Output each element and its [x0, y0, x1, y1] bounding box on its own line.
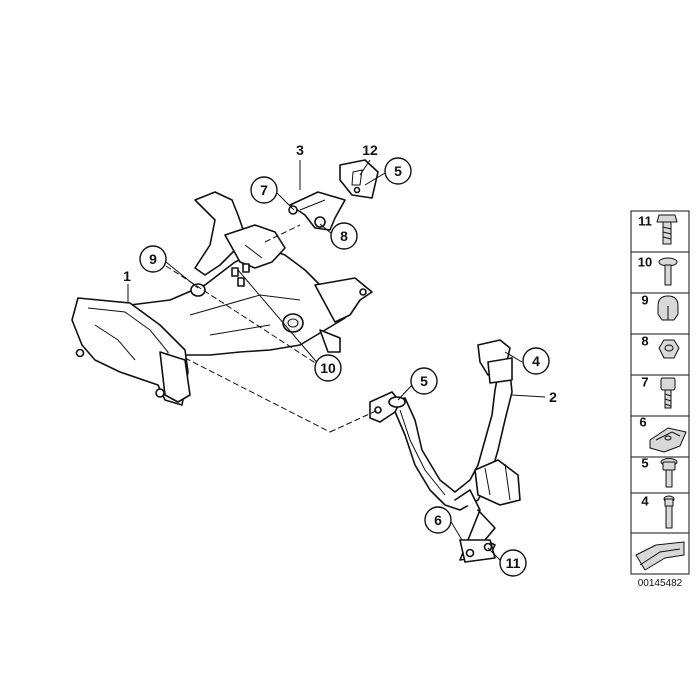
- callout-5-top-text: 5: [394, 163, 402, 179]
- callout-11-text: 11: [506, 555, 521, 571]
- rivet-icon: [658, 257, 678, 286]
- callout-5-top: 5: [384, 157, 412, 185]
- legend-number-11: 11: [638, 214, 652, 229]
- callout-10: 10: [314, 354, 342, 382]
- document-id: 00145482: [638, 578, 683, 589]
- mounting-bracket: [288, 191, 346, 231]
- callout-9-text: 9: [149, 251, 157, 267]
- label-2: 2: [549, 389, 557, 405]
- legend-number-7: 7: [641, 375, 648, 390]
- legend-number-9: 9: [641, 293, 648, 308]
- callout-7-text: 7: [260, 182, 268, 198]
- axle-carrier: [71, 191, 373, 406]
- legend-row-5: 5: [641, 456, 678, 488]
- callout-5-mid: 5: [410, 367, 438, 395]
- bracket-clip: [339, 159, 379, 199]
- label-3: 3: [296, 142, 304, 158]
- cap-nut-icon: [657, 295, 679, 321]
- callout-4-text: 4: [532, 353, 540, 369]
- fillister-screw-icon: [663, 495, 675, 529]
- hex-bolt-icon: [656, 214, 678, 245]
- legend-number-10: 10: [638, 255, 652, 270]
- callout-10-text: 10: [320, 360, 336, 376]
- callout-9: 9: [139, 245, 167, 273]
- legend-row-4: 4: [641, 494, 675, 529]
- stabilizer-bar: [369, 339, 521, 563]
- callout-4: 4: [522, 347, 550, 375]
- flange-screw-icon: [660, 458, 678, 488]
- label-12: 12: [362, 142, 378, 158]
- callout-6: 6: [424, 506, 452, 534]
- legend-row-10: 10: [638, 255, 678, 286]
- callout-8: 8: [330, 222, 358, 250]
- clip-nut-icon: [649, 427, 687, 453]
- hex-nut-icon: [658, 339, 680, 359]
- leader-lines: [127, 159, 546, 561]
- socket-head-screw-icon: [660, 377, 676, 409]
- legend-row-8: 8: [641, 334, 680, 359]
- legend-row-11: 11: [638, 214, 678, 245]
- legend-number-8: 8: [641, 334, 648, 349]
- legend-row-7: 7: [641, 375, 676, 409]
- callout-7: 7: [250, 176, 278, 204]
- callout-6-text: 6: [434, 512, 442, 528]
- legend-number-5: 5: [641, 456, 648, 471]
- fastener-legend: 11 10 9 8: [630, 210, 690, 575]
- legend-number-6: 6: [639, 415, 646, 430]
- callout-5-mid-text: 5: [420, 373, 428, 389]
- legend-number-4: 4: [641, 494, 649, 509]
- callout-8-text: 8: [340, 228, 348, 244]
- callout-11: 11: [499, 549, 527, 577]
- label-1: 1: [123, 268, 131, 284]
- direction-arrow-icon: [635, 541, 685, 571]
- legend-row-6: 6: [639, 415, 687, 453]
- legend-row-9: 9: [641, 293, 679, 321]
